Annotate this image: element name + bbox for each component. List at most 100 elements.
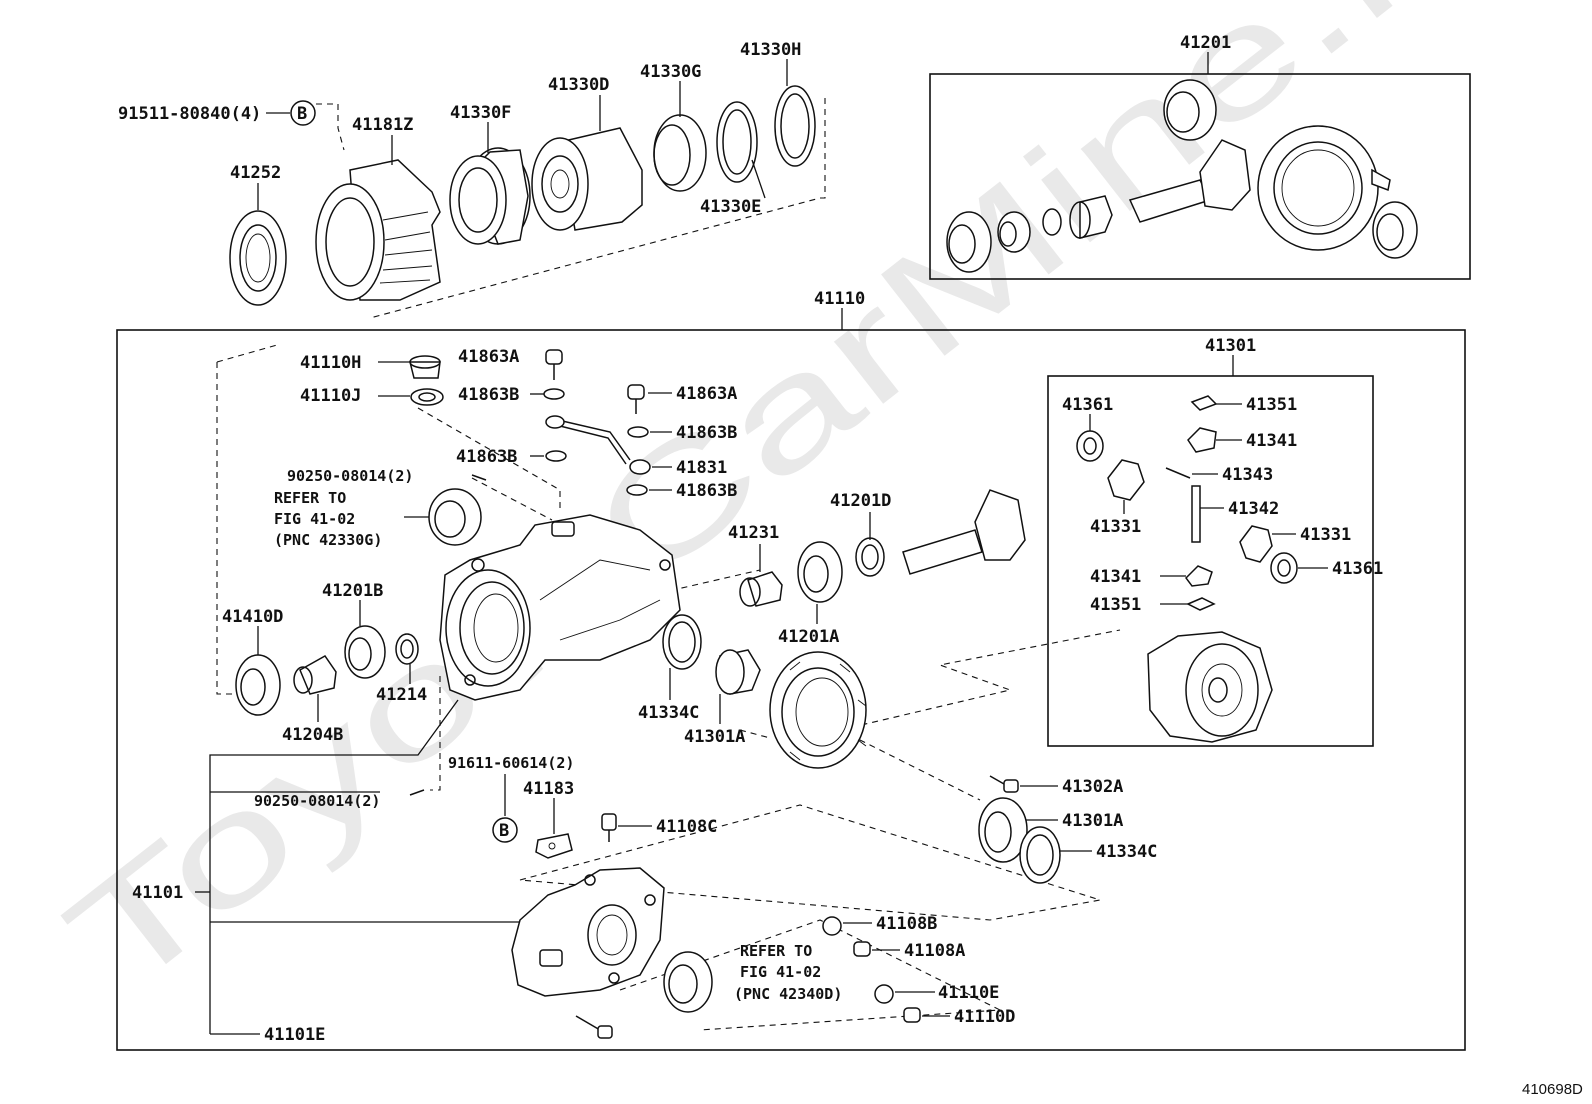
label-41343: 41343 — [1222, 465, 1273, 485]
label-41201A-1: 41201A — [778, 627, 839, 647]
label-41351-2: 41351 — [1090, 595, 1141, 615]
group-box-41110 — [116, 329, 1466, 1051]
label-41110E: 41110E — [938, 983, 999, 1003]
drive-pinion-41201D — [902, 489, 1026, 575]
plug-41110D — [903, 1007, 921, 1023]
label-41183: 41183 — [523, 779, 574, 799]
label-41331-1: 41331 — [1090, 517, 1141, 537]
differential-case — [1147, 631, 1273, 743]
label-41201B: 41201B — [322, 581, 383, 601]
label-91511-80840: 91511-80840(4) — [118, 104, 261, 124]
plate-41183 — [535, 833, 573, 859]
label-41863B-3: 41863B — [456, 447, 517, 467]
plug-41108C — [601, 813, 617, 831]
refer-note-1-line2: FIG 41-02 — [274, 510, 355, 528]
bolt-41302A — [1003, 779, 1019, 793]
washer-41351-2 — [1186, 597, 1216, 611]
label-41334C-1: 41334C — [638, 703, 699, 723]
label-41330D: 41330D — [548, 75, 609, 95]
refer-note-2-line3: (PNC 42340D) — [734, 985, 842, 1003]
label-41108A: 41108A — [904, 941, 965, 961]
label-41330F: 41330F — [450, 103, 511, 123]
marker-b-circle-top — [290, 100, 316, 126]
label-41301A-2: 41301A — [1062, 811, 1123, 831]
refer-note-2-line1: REFER TO — [740, 942, 812, 960]
sleeve-41330D — [531, 95, 643, 231]
breather-41863A — [545, 349, 563, 365]
bolt-41101E — [575, 1015, 601, 1031]
gasket-41110E — [874, 984, 894, 1004]
label-41110H: 41110H — [300, 353, 361, 373]
label-41331-2: 41331 — [1300, 525, 1351, 545]
gasket-41863B-3 — [545, 450, 567, 462]
label-41334C-2: 41334C — [1096, 842, 1157, 862]
label-41204B: 41204B — [282, 725, 343, 745]
label-41201D: 41201D — [830, 491, 891, 511]
union-bolt-41863A — [627, 384, 645, 400]
breather-hose-41831 — [557, 419, 631, 465]
label-41330E: 41330E — [700, 197, 761, 217]
label-41361-2: 41361 — [1332, 559, 1383, 579]
label-91611-60614: 91611-60614(2) — [448, 754, 574, 772]
label-41831: 41831 — [676, 458, 727, 478]
gasket-41863B-4 — [626, 484, 648, 496]
gasket-41108B — [822, 916, 842, 936]
marker-b-text-bottom: B — [499, 821, 509, 841]
label-41342: 41342 — [1228, 499, 1279, 519]
differential-cover-41101 — [511, 867, 665, 997]
label-90250-08014-1: 90250-08014(2) — [287, 467, 413, 485]
group-label-41201: 41201 — [1180, 33, 1231, 53]
label-41863B-1: 41863B — [458, 385, 519, 405]
gasket-41110J — [410, 388, 444, 406]
label-41863A-1: 41863A — [458, 347, 519, 367]
group-box-41301 — [1047, 375, 1374, 747]
pin-90250-lower — [409, 789, 425, 796]
figure-id: 410698D — [1522, 1081, 1583, 1098]
refer-note-2-line2: FIG 41-02 — [740, 963, 821, 981]
snap-ring-41330H — [774, 85, 816, 167]
label-41231: 41231 — [728, 523, 779, 543]
label-41863B-2: 41863B — [676, 423, 737, 443]
seal-42340D — [663, 951, 713, 1013]
shim-41330E — [716, 101, 758, 183]
refer-note-1-line1: REFER TO — [274, 489, 346, 507]
marker-b-circle-bottom — [492, 817, 518, 843]
pinion-gear-41341-1 — [1187, 427, 1217, 453]
bearing-41201A-rear — [797, 541, 843, 603]
retainer-41181Z — [315, 159, 441, 301]
label-41341-1: 41341 — [1246, 431, 1297, 451]
label-41330G: 41330G — [640, 62, 701, 82]
plug-41108A — [853, 941, 871, 957]
pin-41343 — [1165, 467, 1191, 479]
group-label-41110: 41110 — [814, 289, 865, 309]
label-41301A-1: 41301A — [684, 727, 745, 747]
group-box-41201 — [929, 73, 1471, 280]
assembly-line-top — [316, 103, 345, 151]
group-label-41301: 41301 — [1205, 336, 1256, 356]
group-label-41101: 41101 — [132, 883, 183, 903]
oil-seal-41252 — [229, 210, 287, 306]
gasket-41863B-2 — [627, 426, 649, 438]
label-41341-2: 41341 — [1090, 567, 1141, 587]
bearing-41201B — [344, 625, 386, 679]
side-gear-41331-2 — [1239, 525, 1273, 563]
differential-carrier-housing — [439, 514, 681, 701]
label-41863A-2: 41863A — [676, 384, 737, 404]
washer-41351-1 — [1190, 395, 1218, 411]
plug-41110H — [409, 361, 441, 379]
label-90250-08014-2: 90250-08014(2) — [254, 792, 380, 810]
label-41101E: 41101E — [264, 1025, 325, 1045]
refer-note-1-line3: (PNC 42330G) — [274, 531, 382, 549]
label-41863B-4: 41863B — [676, 481, 737, 501]
oil-seal-41410D — [235, 654, 281, 716]
label-41110J: 41110J — [300, 386, 361, 406]
label-41252: 41252 — [230, 163, 281, 183]
gasket-41863B-1 — [543, 388, 565, 400]
washer-41361-1 — [1076, 430, 1104, 462]
spacer-41201D — [855, 537, 885, 577]
label-41108B: 41108B — [876, 914, 937, 934]
label-41110D: 41110D — [954, 1007, 1015, 1027]
label-41351-1: 41351 — [1246, 395, 1297, 415]
label-41361-1: 41361 — [1062, 395, 1113, 415]
washer-41214 — [395, 633, 419, 665]
